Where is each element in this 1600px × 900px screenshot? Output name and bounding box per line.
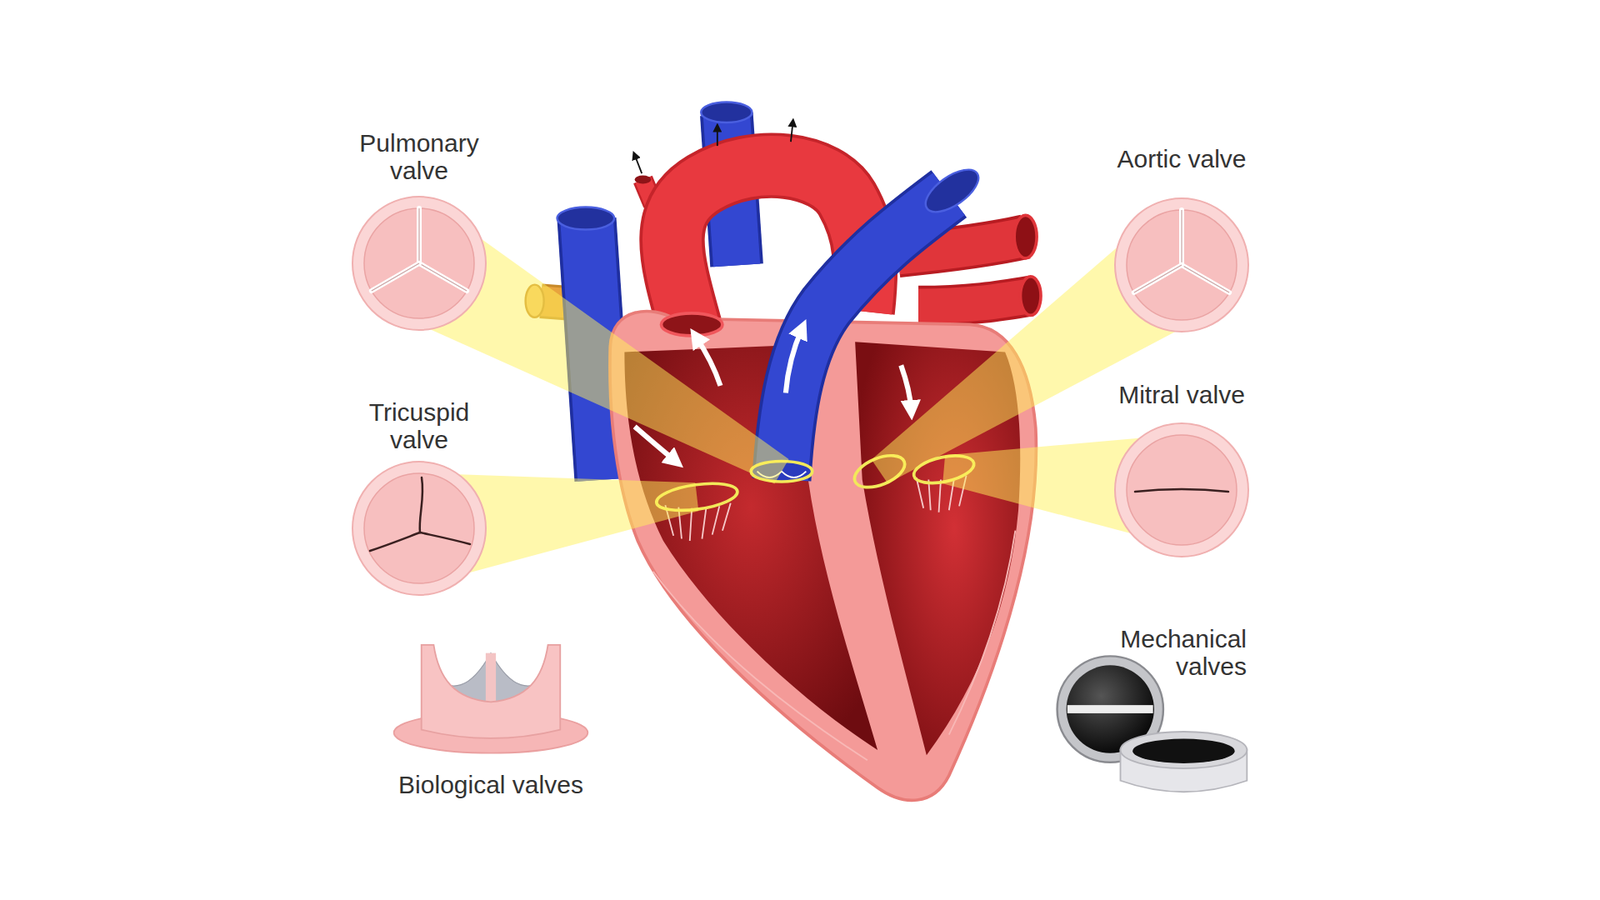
flow-arrows — [900, 365, 911, 410]
heart-body — [653, 571, 868, 761]
valve-face — [364, 208, 475, 319]
aorta-opening — [660, 313, 722, 336]
valve-circle — [348, 192, 490, 335]
valve-callout: Tricuspid valve — [344, 398, 495, 595]
pulmonary-veins — [1020, 276, 1041, 316]
cusp-line — [1134, 265, 1182, 293]
heart-drawing — [391, 101, 1248, 800]
pulmonary-trunk — [919, 161, 986, 220]
aortic-arch — [635, 175, 652, 185]
leaflet-line — [420, 477, 423, 533]
cusp-line — [419, 263, 467, 291]
valve-callout: Aortic valve — [1073, 145, 1290, 332]
cusp-line — [1179, 210, 1185, 265]
cusp-line — [1181, 265, 1230, 293]
pulmonary-veins — [918, 295, 1031, 306]
valve-name: Mitral valve — [1073, 380, 1290, 409]
superior-vena-cava — [557, 207, 615, 230]
mechanical-valve-picture — [1132, 739, 1235, 764]
leaflet-line — [370, 532, 420, 551]
mechanical-valve-picture — [1067, 705, 1154, 714]
cusp-line — [371, 263, 420, 291]
valve-face — [364, 473, 475, 584]
valve-face — [1126, 435, 1237, 545]
biological-valve-picture — [394, 645, 589, 754]
pulmonary-trunk — [785, 328, 803, 393]
cusp-line — [1181, 265, 1230, 293]
cusp-line — [419, 263, 467, 291]
cusp-line — [418, 208, 420, 264]
leaflet-line — [1135, 489, 1229, 492]
pulmonary-veins — [1014, 215, 1037, 258]
valve-circle — [1110, 194, 1253, 336]
mechanical-valve-picture — [1120, 731, 1248, 769]
valve-name: Aortic valve — [1073, 145, 1290, 173]
valve-callout: Mitral valve — [1073, 380, 1290, 557]
valve-ring — [352, 461, 486, 595]
valve-type-label: Mechanical valves — [1063, 625, 1247, 680]
valve-callout: Pulmonary valve — [344, 129, 495, 330]
biological-valve-picture — [485, 653, 496, 705]
valve-face — [1126, 210, 1237, 320]
aortic-arch — [790, 122, 793, 142]
cusp-line — [1180, 210, 1182, 265]
valve-circle — [348, 457, 490, 600]
valve-ring — [352, 196, 486, 330]
aorta-opening — [695, 336, 720, 386]
cusp-line — [1134, 265, 1182, 293]
valve-name: Pulmonary valve — [344, 129, 495, 185]
valve-name: Tricuspid valve — [344, 398, 495, 454]
aortic-arch — [635, 155, 643, 174]
cusp-line — [371, 263, 420, 291]
valve-circle — [1110, 419, 1253, 561]
leaflet-line — [420, 532, 470, 545]
pulmonary-veins — [918, 295, 1031, 306]
aortic-arch — [716, 127, 719, 146]
valve-type-label: Biological valves — [357, 770, 625, 799]
heart-body — [949, 530, 1016, 735]
upper-vein — [700, 101, 752, 122]
cusp-line — [416, 208, 422, 264]
biological-valve-picture — [421, 645, 561, 739]
light-beams — [391, 215, 1214, 585]
valve-ring — [1115, 423, 1249, 557]
valve-ring — [1115, 198, 1249, 332]
